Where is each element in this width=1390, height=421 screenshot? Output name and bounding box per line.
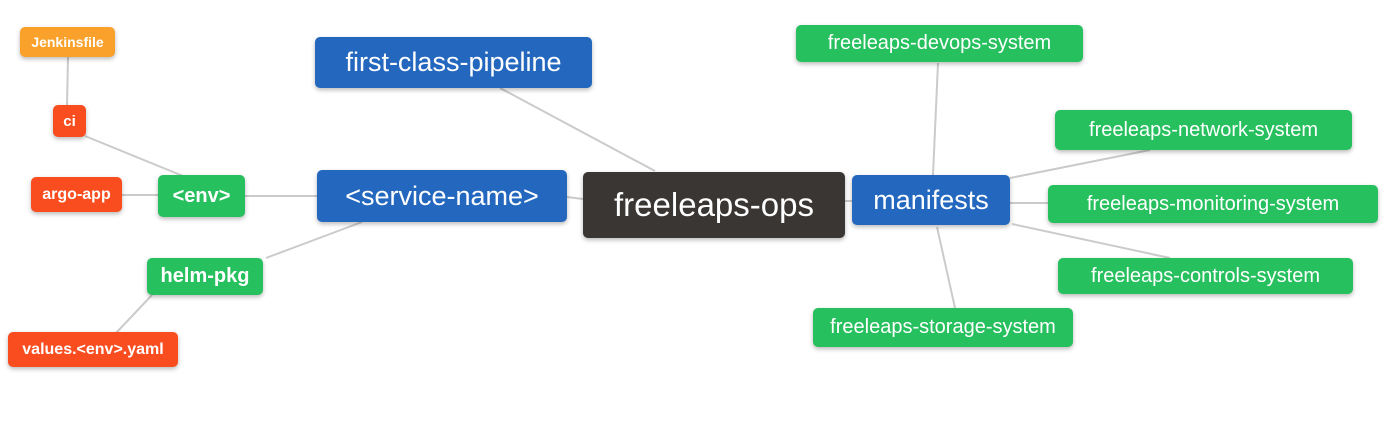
node-freeleaps-controls-system[interactable]: freeleaps-controls-system <box>1058 258 1353 294</box>
edge-first-class-pipeline-to-freeleaps-ops <box>499 87 656 172</box>
edge-service-name-to-freeleaps-ops <box>566 196 584 200</box>
node-helm-pkg[interactable]: helm-pkg <box>147 258 263 295</box>
node-ci[interactable]: ci <box>53 105 86 137</box>
node-manifests[interactable]: manifests <box>852 175 1010 225</box>
edge-manifests-to-freeleaps-network-system <box>1009 149 1151 179</box>
edge-manifests-to-freeleaps-controls-system <box>1011 223 1171 259</box>
node-freeleaps-storage-system[interactable]: freeleaps-storage-system <box>813 308 1073 347</box>
node-jenkinsfile[interactable]: Jenkinsfile <box>20 27 115 57</box>
edge-jenkinsfile-to-ci <box>66 56 69 106</box>
edge-service-name-to-helm-pkg <box>265 221 363 259</box>
node-first-class-pipeline[interactable]: first-class-pipeline <box>315 37 592 88</box>
node-env[interactable]: <env> <box>158 175 245 217</box>
node-freeleaps-devops-system[interactable]: freeleaps-devops-system <box>796 25 1083 62</box>
node-service-name[interactable]: <service-name> <box>317 170 567 222</box>
node-freeleaps-network-system[interactable]: freeleaps-network-system <box>1055 110 1352 150</box>
edge-helm-pkg-to-values-env-yaml <box>115 294 153 334</box>
node-freeleaps-monitoring-system[interactable]: freeleaps-monitoring-system <box>1048 185 1378 223</box>
edge-manifests-to-freeleaps-storage-system <box>936 226 956 309</box>
edge-manifests-to-freeleaps-devops-system <box>932 62 939 176</box>
edge-ci-to-env <box>84 135 184 177</box>
node-argo-app[interactable]: argo-app <box>31 177 122 212</box>
node-freeleaps-ops-root[interactable]: freeleaps-ops <box>583 172 845 238</box>
node-values-env-yaml[interactable]: values.<env>.yaml <box>8 332 178 367</box>
